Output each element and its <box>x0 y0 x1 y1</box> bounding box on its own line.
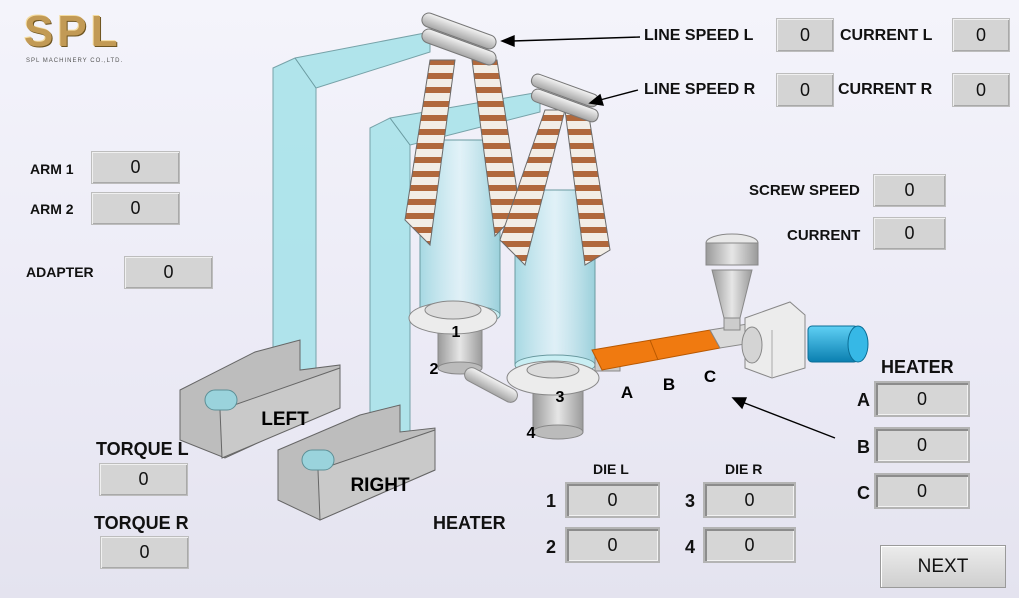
torque-l-value: 0 <box>99 463 188 496</box>
die-num-2: 2 <box>430 361 439 378</box>
screw-speed-value: 0 <box>873 174 946 207</box>
zone-letter-c: C <box>704 367 716 386</box>
company-logo: SPL SPL MACHINERY CO.,LTD. <box>24 10 159 68</box>
die-r-title: DIE R <box>725 461 763 477</box>
logo-subtitle: SPL MACHINERY CO.,LTD. <box>26 58 124 64</box>
die-4-label: 4 <box>685 537 696 557</box>
arm2-label: ARM 2 <box>30 201 74 217</box>
heater-zone-a-label: A <box>857 390 870 410</box>
left-winder <box>179 339 341 459</box>
torque-r-value: 0 <box>100 536 189 569</box>
current-r-label: CURRENT R <box>838 81 933 98</box>
die-head-right <box>506 360 600 440</box>
heater-zone-c-value: 0 <box>874 473 970 509</box>
arm2-value: 0 <box>91 192 180 225</box>
heater-zone-a-value: 0 <box>874 381 970 417</box>
logo-text: SPL <box>24 7 122 56</box>
die-num-3: 3 <box>556 389 565 406</box>
die-l-title: DIE L <box>593 461 629 477</box>
adapter-value: 0 <box>124 256 213 289</box>
line-speed-l-label: LINE SPEED L <box>644 27 754 44</box>
right-winder <box>277 404 436 521</box>
heater-right-title: HEATER <box>881 357 954 377</box>
die-2-value: 0 <box>565 527 660 563</box>
left-collapsing-frame <box>404 59 521 247</box>
current-l-label: CURRENT L <box>840 27 933 44</box>
die-4-value: 0 <box>703 527 796 563</box>
die-1-value: 0 <box>565 482 660 518</box>
die-1-label: 1 <box>546 491 557 511</box>
zone-letter-b: B <box>663 375 675 394</box>
pointer-arrows <box>500 34 836 439</box>
next-button[interactable]: NEXT <box>880 545 1006 588</box>
current-r-value: 0 <box>952 73 1010 107</box>
heater-zone-b-label: B <box>857 437 870 457</box>
winder-right-label: RIGHT <box>350 475 410 496</box>
current-value: 0 <box>873 217 946 250</box>
die-3-label: 3 <box>685 491 696 511</box>
line-speed-l-value: 0 <box>776 18 834 52</box>
heater-bottom-label: HEATER <box>433 513 506 533</box>
zone-letter-a: A <box>621 383 633 402</box>
die-num-1: 1 <box>452 324 461 341</box>
gearbox <box>741 301 806 379</box>
right-nip-rollers <box>530 73 599 123</box>
motor <box>807 325 869 363</box>
heater-zone-c-label: C <box>857 483 870 503</box>
torque-r-label: TORQUE R <box>94 513 189 533</box>
current-l-value: 0 <box>952 18 1010 52</box>
die-2-label: 2 <box>546 537 557 557</box>
die-3-value: 0 <box>703 482 796 518</box>
arm1-label: ARM 1 <box>30 161 74 177</box>
screw-speed-label: SCREW SPEED <box>749 182 860 199</box>
torque-l-label: TORQUE L <box>96 439 189 459</box>
current-label: CURRENT <box>787 227 861 244</box>
die-num-4: 4 <box>527 425 536 442</box>
left-nip-rollers <box>421 12 497 66</box>
line-speed-r-value: 0 <box>776 73 834 107</box>
adapter-label: ADAPTER <box>26 264 94 280</box>
arm1-value: 0 <box>91 151 180 184</box>
hopper <box>705 233 759 331</box>
winder-left-label: LEFT <box>261 409 309 430</box>
heater-zone-b-value: 0 <box>874 427 970 463</box>
die-head-left <box>408 300 498 375</box>
line-speed-r-label: LINE SPEED R <box>644 81 756 98</box>
